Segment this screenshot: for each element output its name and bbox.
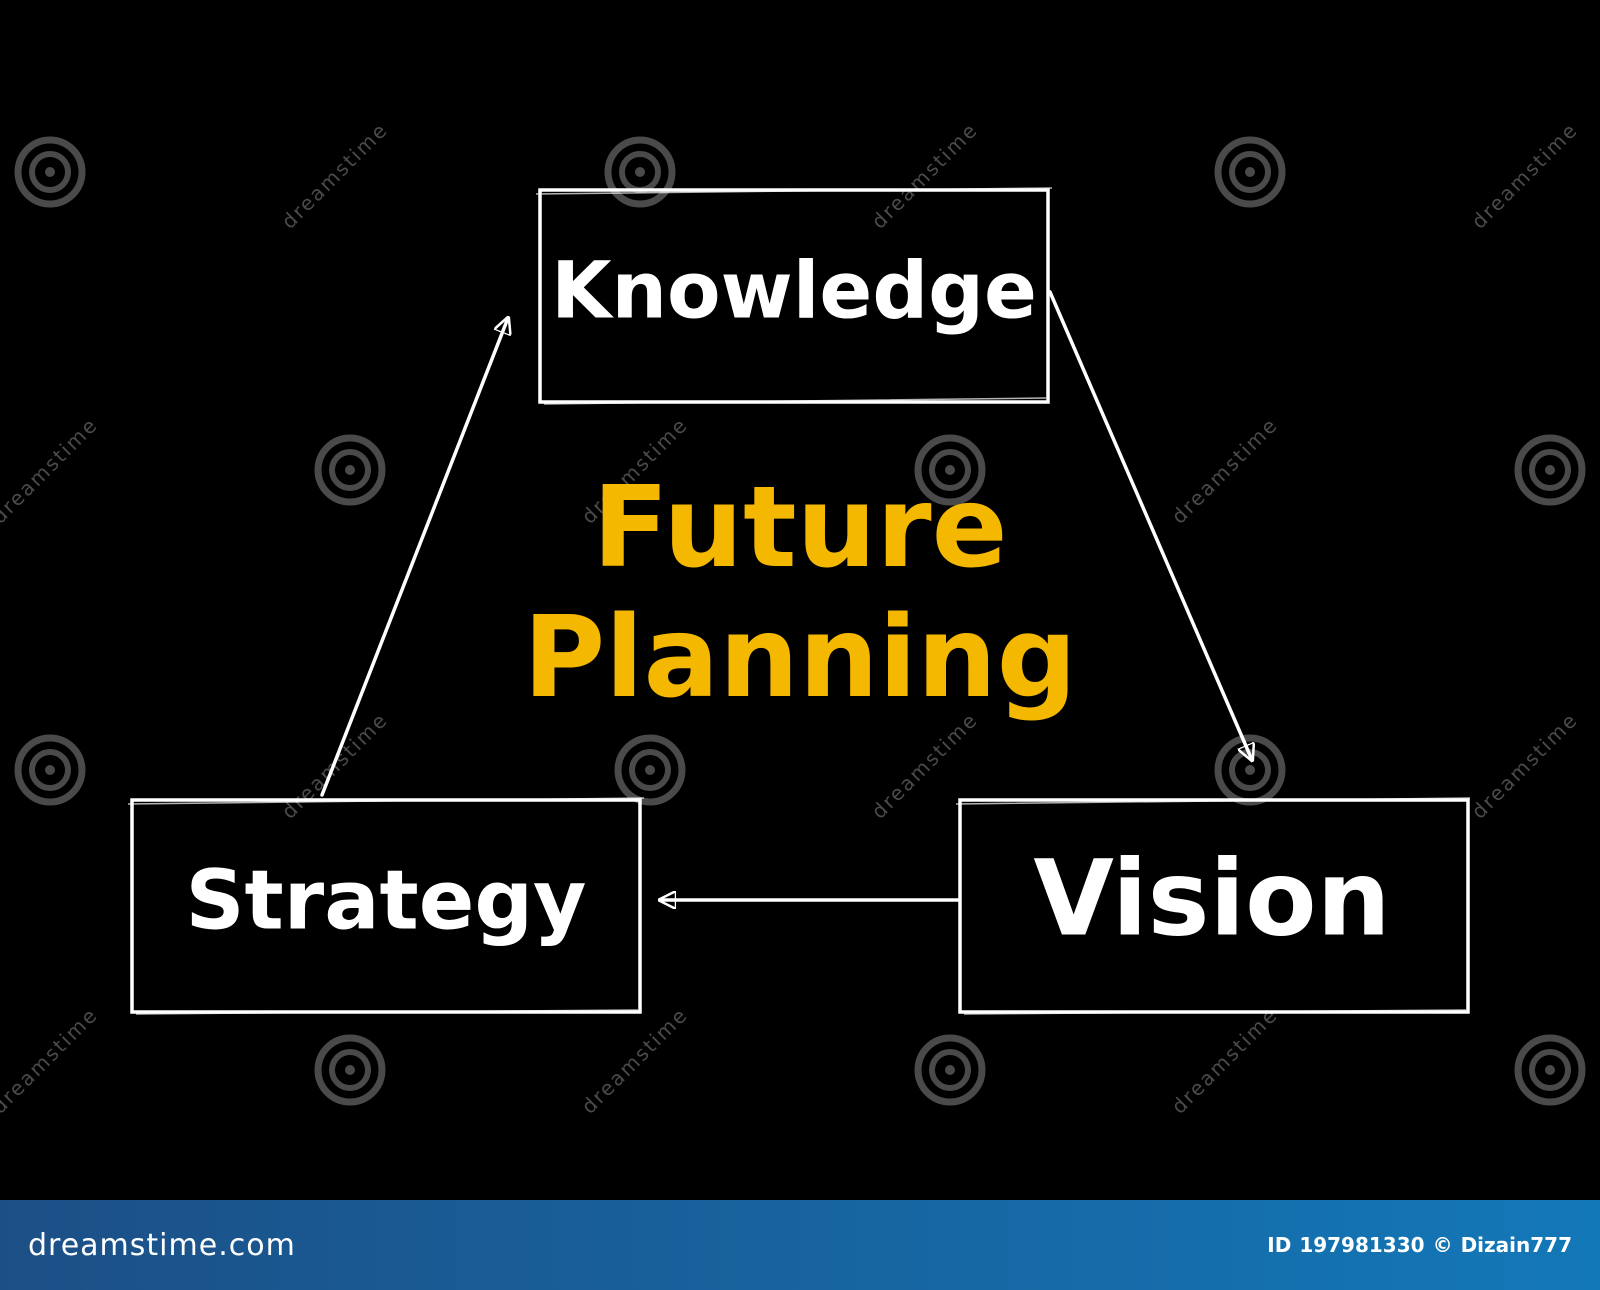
watermark-icon [314,1034,386,1106]
cycle-arrows [320,290,1252,900]
footer-copyright-icon: © [1432,1233,1453,1257]
footer-credit: ID 197981330 © Dizain777 [1267,1233,1572,1257]
footer-author[interactable]: Dizain777 [1460,1233,1572,1257]
watermark-icon [1514,1034,1586,1106]
node-knowledge: Knowledge [535,187,1053,405]
watermark-text: dreamstime [0,1002,103,1118]
watermark-icon [914,434,986,506]
watermark-text: dreamstime [867,117,983,233]
watermark-icon [1214,136,1286,208]
footer-brand[interactable]: dreamstime.com [28,1227,296,1263]
node-vision: Vision [955,797,1471,1015]
center-title-line-2: Planning [523,593,1077,723]
watermark-icon [1214,734,1286,806]
node-label-strategy: Strategy [186,853,587,948]
arrow-strategy-to-knowledge [320,318,508,797]
watermark-icon [1514,434,1586,506]
watermark-text: dreamstime [1167,1002,1283,1118]
watermark-icon [914,1034,986,1106]
stock-footer-bar: dreamstime.com ID 197981330 © Dizain777 [0,1200,1600,1290]
watermark-text: dreamstime [277,117,393,233]
center-title: Future Planning [523,463,1077,723]
watermark-icon [604,136,676,208]
watermark-text: dreamstime [1167,412,1283,528]
arrow-knowledge-to-vision [1048,290,1252,760]
footer-id-label: ID [1267,1233,1292,1257]
node-label-vision: Vision [1033,837,1390,959]
watermark-text: dreamstime [0,412,103,528]
node-label-knowledge: Knowledge [551,246,1037,336]
center-title-line-1: Future [592,463,1007,593]
watermark-icon [314,434,386,506]
node-box-knowledge [538,188,1050,404]
watermark-text: dreamstime [1467,117,1583,233]
watermark-text: dreamstime [867,707,983,823]
footer-id-value: 197981330 [1299,1233,1425,1257]
node-strategy: Strategy [127,797,645,1015]
watermark-icon [14,734,86,806]
watermark-icon [614,734,686,806]
watermark-icon [14,136,86,208]
future-planning-cycle-diagram: dreamstime dreamstime dreamstime dreamst… [0,117,1586,1119]
watermark-text: dreamstime [577,1002,693,1118]
watermark-text: dreamstime [1467,707,1583,823]
